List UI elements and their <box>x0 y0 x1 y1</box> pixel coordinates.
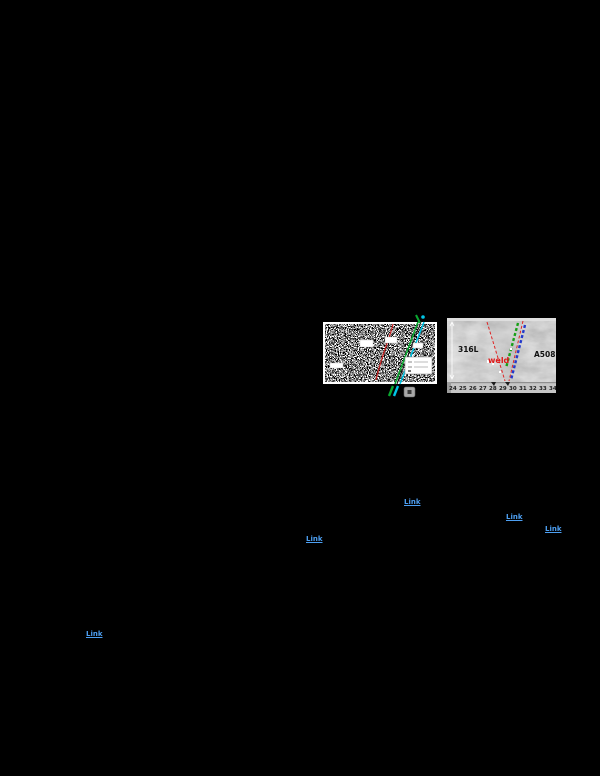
red-traverse-line <box>375 323 394 381</box>
green-indent-series <box>504 322 520 369</box>
cyan-traverse-line <box>399 321 425 385</box>
ruler-number: 26 <box>469 386 477 392</box>
ruler-number: 28 <box>489 386 497 392</box>
fusion-boundary-left <box>486 321 506 382</box>
right-micrograph: 316L weld A508 24 25 26 27 28 29 30 31 3… <box>447 318 556 393</box>
top-bright-strip <box>447 318 556 321</box>
macrograph-texture <box>447 318 556 393</box>
blue-indent-series <box>509 324 527 381</box>
legend-box <box>404 356 433 375</box>
label-316l: 316L <box>458 345 479 354</box>
citation-link-1[interactable]: Link <box>404 498 421 506</box>
ruler-number: 33 <box>539 386 547 392</box>
citation-link-5[interactable]: Link <box>86 630 103 638</box>
ruler-strip: 24 25 26 27 28 29 30 31 32 33 34 <box>447 382 556 393</box>
ruler-number: 32 <box>529 386 537 392</box>
fusion-boundary-right <box>508 320 524 382</box>
annotation-icon[interactable] <box>403 386 416 398</box>
dark-traverse-line <box>396 321 422 385</box>
citation-link-4[interactable]: Link <box>306 535 323 543</box>
citation-link-3[interactable]: Link <box>545 525 562 533</box>
ruler-number: 27 <box>479 386 487 392</box>
green-traverse-line <box>394 321 419 385</box>
micro-label-boxes <box>329 336 424 369</box>
ruler-number: 31 <box>519 386 527 392</box>
scale-arrow <box>449 321 455 380</box>
cyan-arrow-bottom <box>392 385 400 397</box>
cyan-dot-top <box>421 315 425 319</box>
ruler-number: 29 <box>499 386 507 392</box>
white-specks <box>487 348 512 373</box>
citation-link-2[interactable]: Link <box>506 513 523 521</box>
ruler-number: 30 <box>509 386 517 392</box>
green-arrow-top <box>415 314 421 324</box>
green-arrow-bottom <box>387 385 395 397</box>
label-weld: weld <box>488 356 510 365</box>
weld-zone-highlight <box>487 321 523 381</box>
ruler-number: 34 <box>549 386 556 392</box>
left-micrograph <box>323 314 437 398</box>
label-a508: A508 <box>534 350 555 359</box>
ruler-number: 25 <box>459 386 467 392</box>
ruler-number: 24 <box>449 386 457 392</box>
